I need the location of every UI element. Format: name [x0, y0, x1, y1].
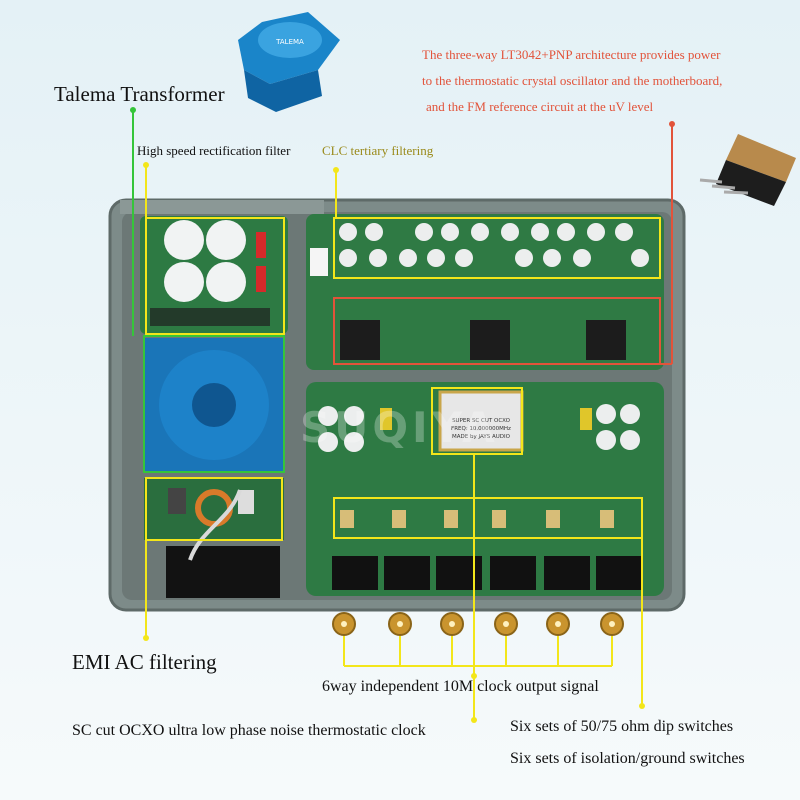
ocxo-line-2: FREQ: 10.000000MHz	[451, 426, 511, 432]
bnc-connectors	[332, 612, 624, 636]
ocxo-label: SC cut OCXO ultra low phase noise thermo…	[72, 722, 426, 739]
yellow-box-clc	[333, 217, 661, 279]
yellow-box-emi	[145, 477, 283, 541]
transformer-label: Talema Transformer	[54, 82, 225, 106]
emi-label: EMI AC filtering	[72, 650, 217, 674]
yellow-box-rectification	[145, 217, 285, 335]
lt3042-line-3: and the FM reference circuit at the uV l…	[426, 99, 654, 114]
lt3042-line-2: to the thermostatic crystal oscillator a…	[422, 73, 723, 88]
clock-pcb	[306, 382, 664, 596]
green-box-transformer	[143, 335, 285, 473]
ocxo-line-1: SUPER SC CUT OCXO	[452, 418, 511, 424]
regulator-pcb	[306, 214, 664, 370]
rectification-label: High speed rectification filter	[137, 143, 291, 158]
transistor-image	[699, 134, 796, 206]
watermark: SUQIYA	[300, 403, 499, 452]
svg-text:TALEMA: TALEMA	[275, 38, 304, 46]
clc-label: CLC tertiary filtering	[322, 143, 434, 158]
yellow-box-ocxo	[431, 387, 523, 455]
clock-output-label: 6way independent 10M clock output signal	[322, 678, 599, 695]
isolation-switch-label: Six sets of isolation/ground switches	[510, 750, 745, 767]
toroidal-transformer-image: TALEMA	[238, 12, 340, 112]
lt3042-line-1: The three-way LT3042+PNP architecture pr…	[422, 47, 721, 62]
dip-switch-label: Six sets of 50/75 ohm dip switches	[510, 718, 734, 735]
ocxo-line-3: MADE by JAYS AUDIO	[452, 434, 511, 440]
orange-box-regulators	[333, 297, 661, 365]
